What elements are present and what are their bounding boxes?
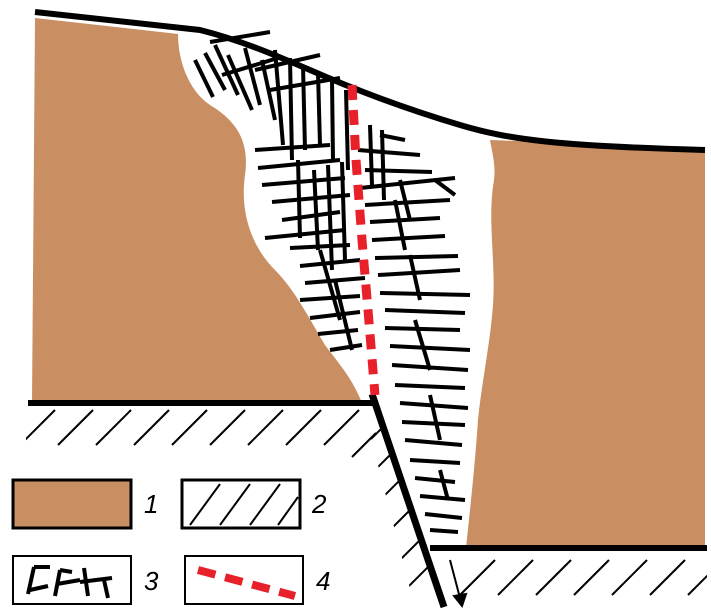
right-bedrock-hatching	[460, 560, 711, 595]
legend-number-2: 2	[311, 489, 327, 519]
legend: 1 2 3 4	[13, 480, 330, 604]
legend-item-1: 1	[13, 480, 158, 528]
right-sediment-block	[466, 140, 705, 548]
legend-number-3: 3	[144, 566, 159, 596]
hatched-bedrock-swatch	[182, 480, 300, 528]
legend-item-3: 3	[13, 556, 159, 604]
left-bedrock-hatching	[20, 410, 376, 457]
sediment-fill-swatch	[13, 480, 131, 528]
legend-item-4: 4	[185, 556, 330, 604]
legend-number-4: 4	[316, 566, 330, 596]
legend-item-2: 2	[182, 480, 327, 528]
legend-number-1: 1	[144, 489, 158, 519]
left-sediment-block	[32, 18, 362, 403]
slip-direction-arrow	[450, 560, 466, 606]
fault-plane-line	[372, 394, 444, 607]
